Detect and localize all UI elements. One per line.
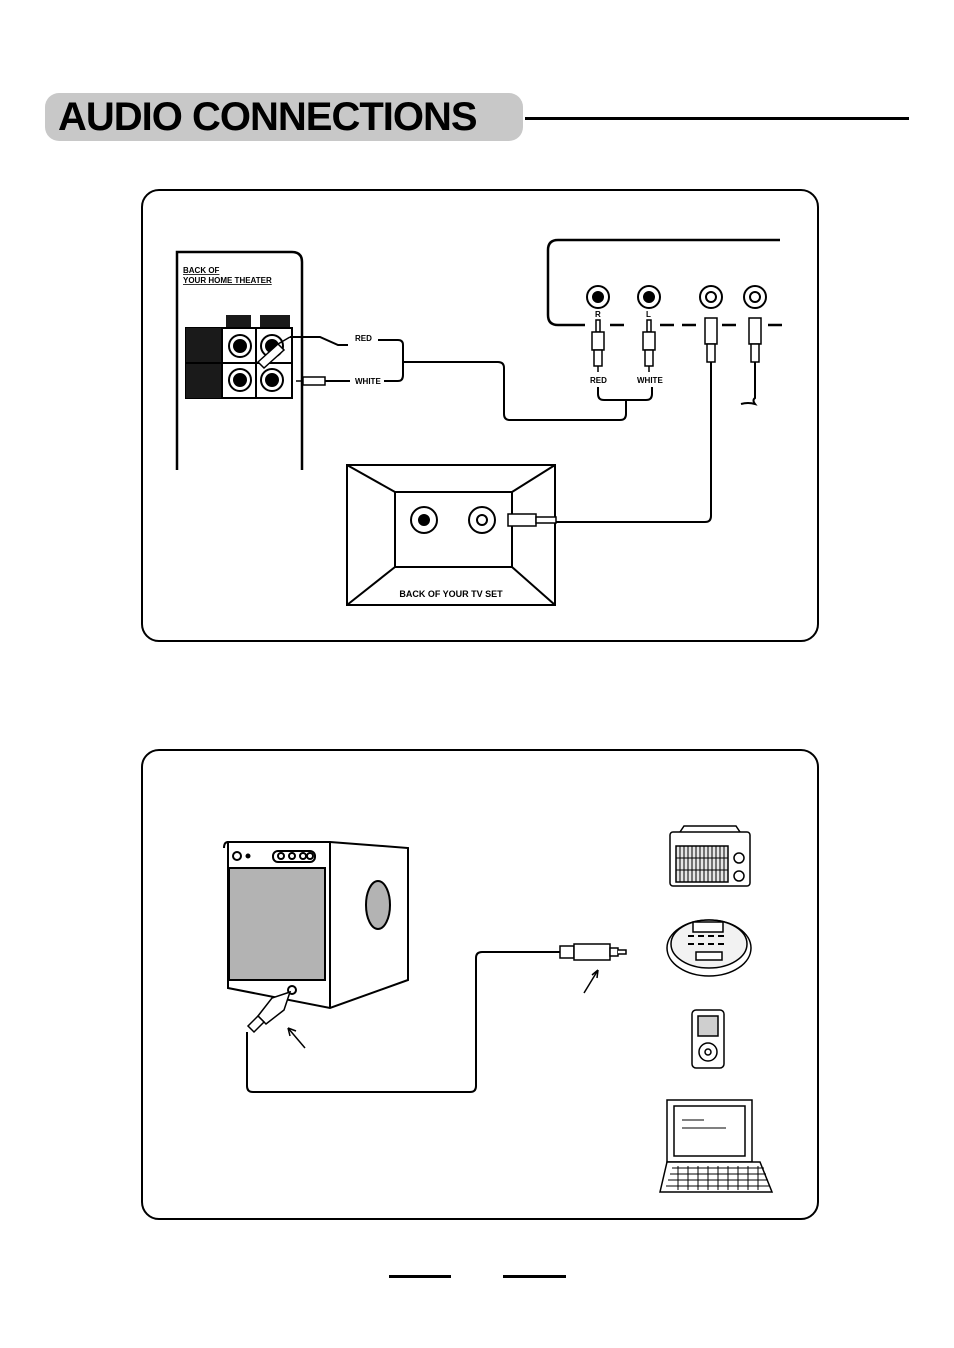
subwoofer	[224, 842, 408, 1008]
pointer-arrow	[584, 970, 598, 993]
cd-player-icon	[667, 920, 751, 976]
rca-plug-icon	[296, 377, 325, 385]
cable-white-label: WHITE	[355, 377, 381, 386]
home-theater-label-2: YOUR HOME THEATER	[183, 276, 272, 285]
home-theater-label-1: BACK OF	[183, 266, 220, 275]
pointer-arrow	[288, 1028, 305, 1048]
video-cable	[556, 362, 755, 522]
rca-plug-icon	[705, 318, 717, 362]
audio-source-panel	[548, 240, 782, 325]
computer-icon	[660, 1100, 772, 1192]
rca-plug-icon	[592, 320, 604, 372]
rca-plug-icon	[643, 320, 655, 372]
jack-icon	[411, 507, 495, 533]
rca-plug-icon	[749, 318, 761, 362]
jack-r-label: R	[595, 310, 601, 319]
jack-l-label: L	[646, 310, 651, 319]
cable-red-label: RED	[355, 334, 372, 343]
footer-rule-right	[503, 1275, 566, 1278]
plug-white-label: WHITE	[637, 376, 663, 385]
rca-plug-icon	[508, 514, 556, 526]
jack-icon	[587, 286, 766, 308]
plug-red-label: RED	[590, 376, 607, 385]
mp3-player-icon	[692, 1010, 724, 1068]
tv-back-panel	[347, 465, 555, 605]
audio-plug-icon	[248, 992, 290, 1032]
radio-icon	[670, 826, 750, 886]
tv-label: BACK OF YOUR TV SET	[399, 589, 503, 599]
audio-plug-icon	[560, 944, 626, 960]
footer-rule-left	[389, 1275, 451, 1278]
